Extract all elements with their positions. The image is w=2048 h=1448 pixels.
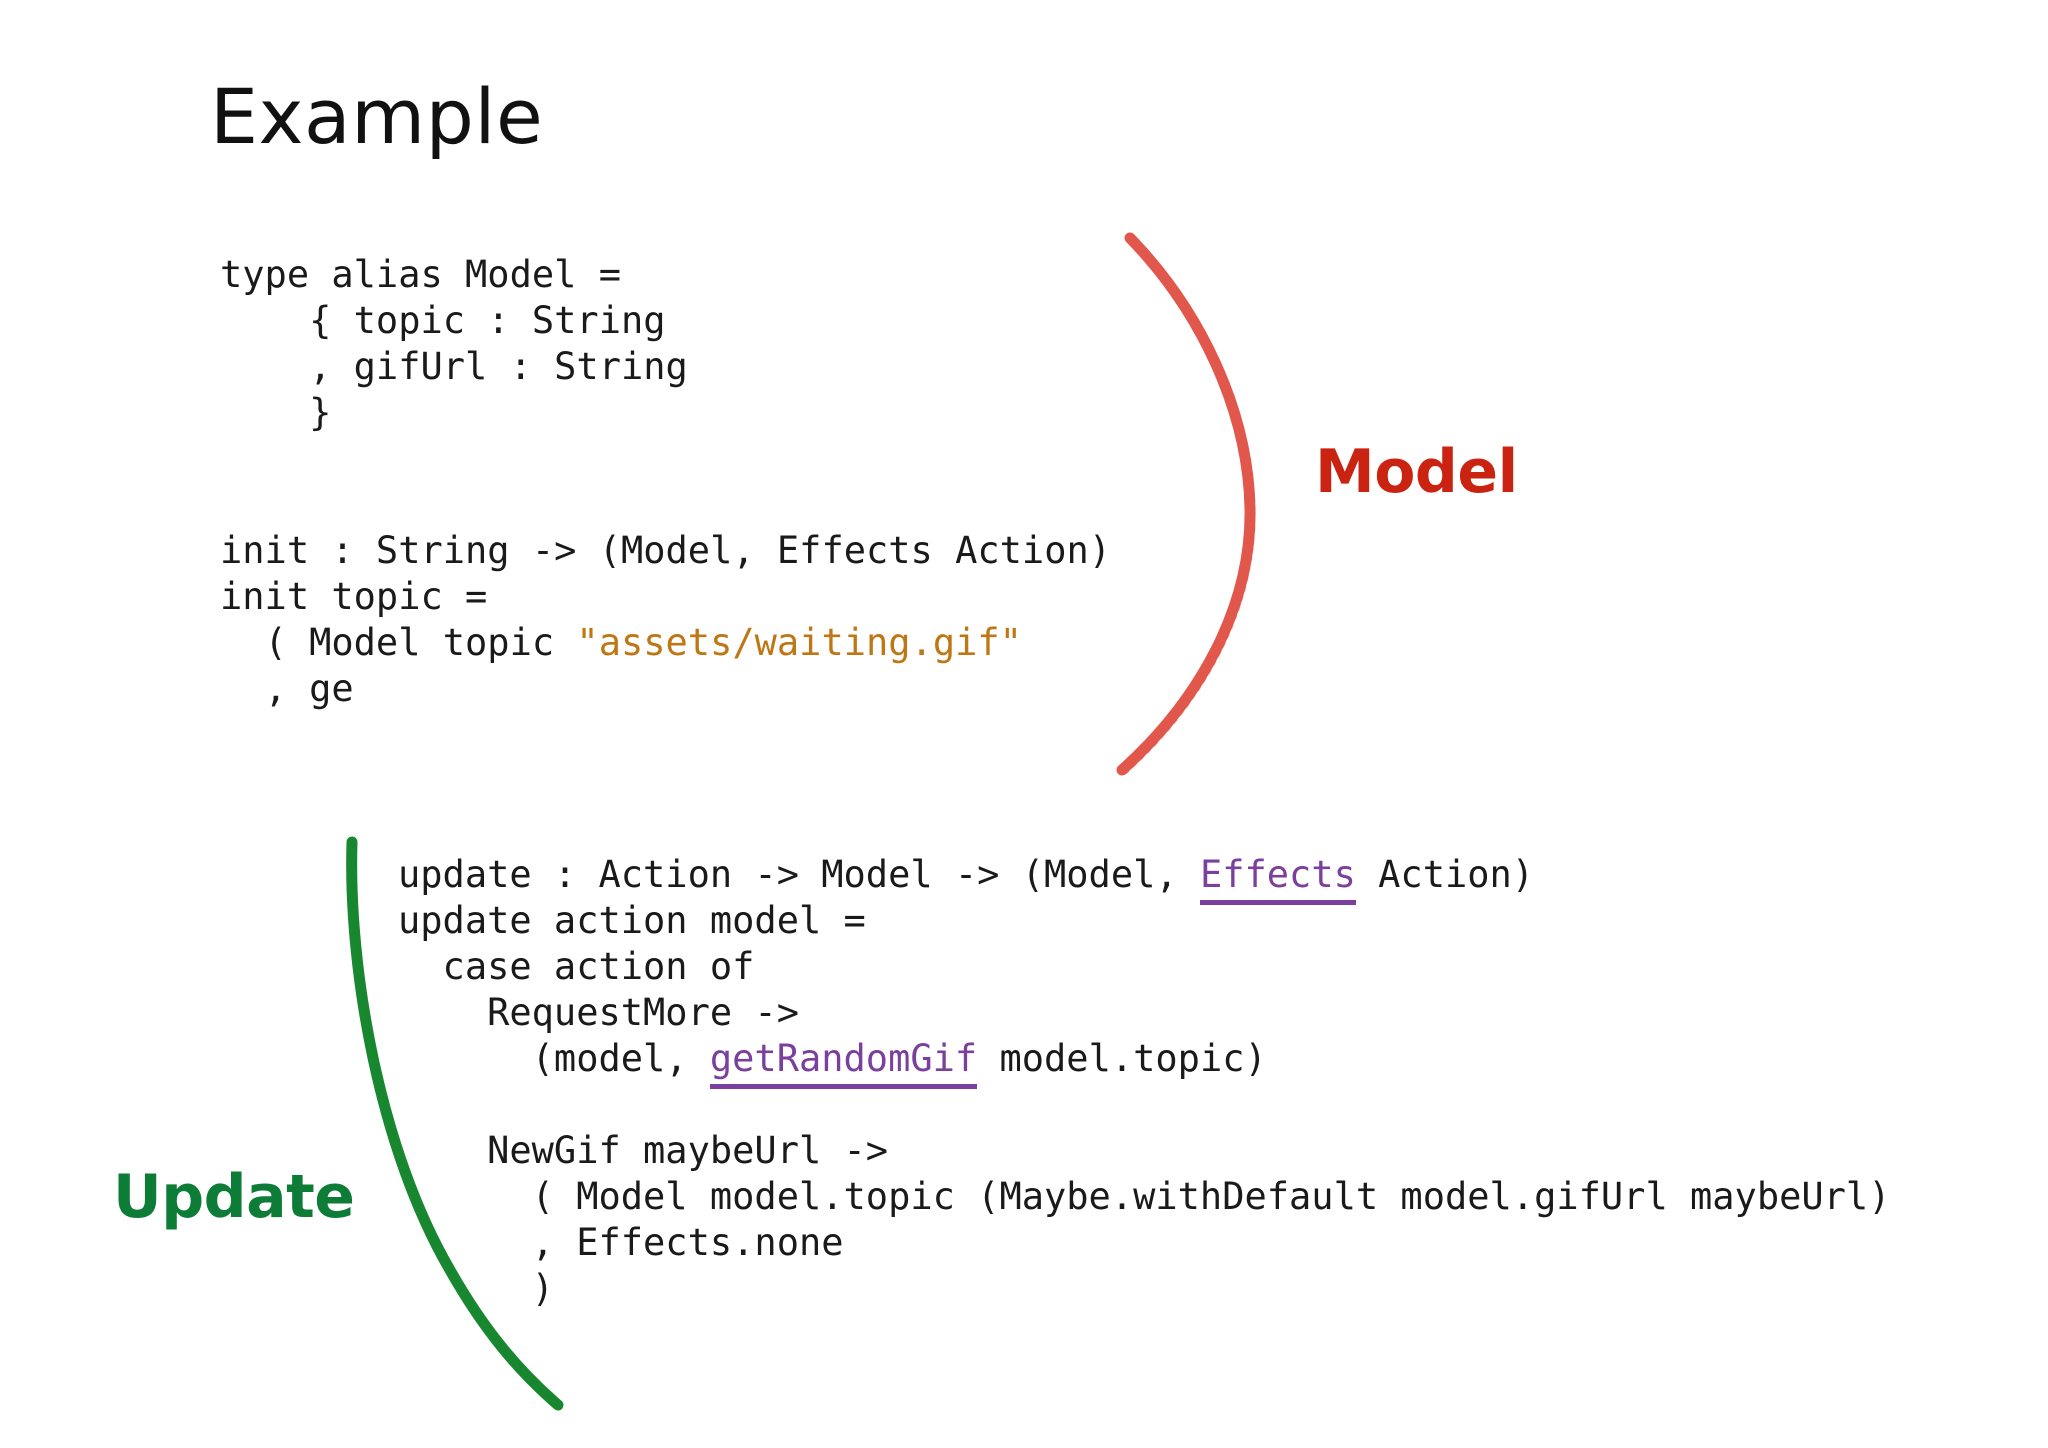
code-text-token: ( Model model.topic (Maybe.withDefault m… (398, 1175, 1891, 1218)
code-model-line: { topic : String (220, 298, 1111, 344)
code-text-token: , gifUrl : String (220, 345, 688, 388)
code-model-line: init topic = (220, 574, 1111, 620)
code-block-model: type alias Model = { topic : String , gi… (220, 252, 1111, 712)
code-text-token: update action model = (398, 899, 866, 942)
annotation-label-model: Model (1315, 437, 1518, 507)
code-update-line: update : Action -> Model -> (Model, Effe… (398, 852, 1890, 898)
code-text-token: case action of (398, 945, 755, 988)
code-model-line: ( Model topic "assets/waiting.gif" (220, 620, 1111, 666)
code-model-line: init : String -> (Model, Effects Action) (220, 528, 1111, 574)
code-text-token: ( Model topic (220, 621, 577, 664)
page-title: Example (210, 72, 544, 161)
code-update-line: RequestMore -> (398, 990, 1890, 1036)
code-update-line: case action of (398, 944, 1890, 990)
code-text-token: init : String -> (Model, Effects Action) (220, 529, 1112, 572)
code-update-line: (model, getRandomGif model.topic) (398, 1036, 1890, 1082)
code-link-token[interactable]: getRandomGif (709, 1037, 978, 1080)
code-text-token: type alias Model = (220, 253, 621, 296)
code-text-token: Action) (1355, 853, 1535, 896)
code-model-line (220, 436, 1111, 482)
code-update-line: NewGif maybeUrl -> (398, 1128, 1890, 1174)
code-text-token: { topic : String (220, 299, 666, 342)
code-update-line: , Effects.none (398, 1220, 1890, 1266)
code-string-token: "assets/waiting.gif" (576, 621, 1022, 664)
code-text-token: } (220, 391, 332, 434)
code-text-token: update : Action -> Model -> (Model, (398, 853, 1200, 896)
code-update-line: ( Model model.topic (Maybe.withDefault m… (398, 1174, 1891, 1220)
code-link-token[interactable]: Effects (1199, 853, 1356, 896)
annotation-label-update: Update (113, 1162, 355, 1232)
code-model-line: , ge (220, 666, 1111, 712)
code-text-token: (model, (398, 1037, 710, 1080)
code-model-line: , gifUrl : String (220, 344, 1111, 390)
code-text-token: , ge (220, 667, 354, 710)
code-model-line: type alias Model = (220, 252, 1111, 298)
code-block-update: update : Action -> Model -> (Model, Effe… (398, 852, 1890, 1312)
code-text-token: RequestMore -> (398, 991, 799, 1034)
code-text-token: NewGif maybeUrl -> (398, 1129, 889, 1172)
code-text-token: , Effects.none (398, 1221, 844, 1264)
code-model-line (220, 482, 1111, 528)
code-update-line: ) (398, 1266, 1890, 1312)
code-text-token: model.topic) (977, 1037, 1267, 1080)
code-text-token: ) (398, 1267, 554, 1310)
code-text-token: init topic = (220, 575, 488, 618)
code-model-line: } (220, 390, 1111, 436)
code-update-line: update action model = (398, 898, 1890, 944)
code-update-line (398, 1082, 1890, 1128)
